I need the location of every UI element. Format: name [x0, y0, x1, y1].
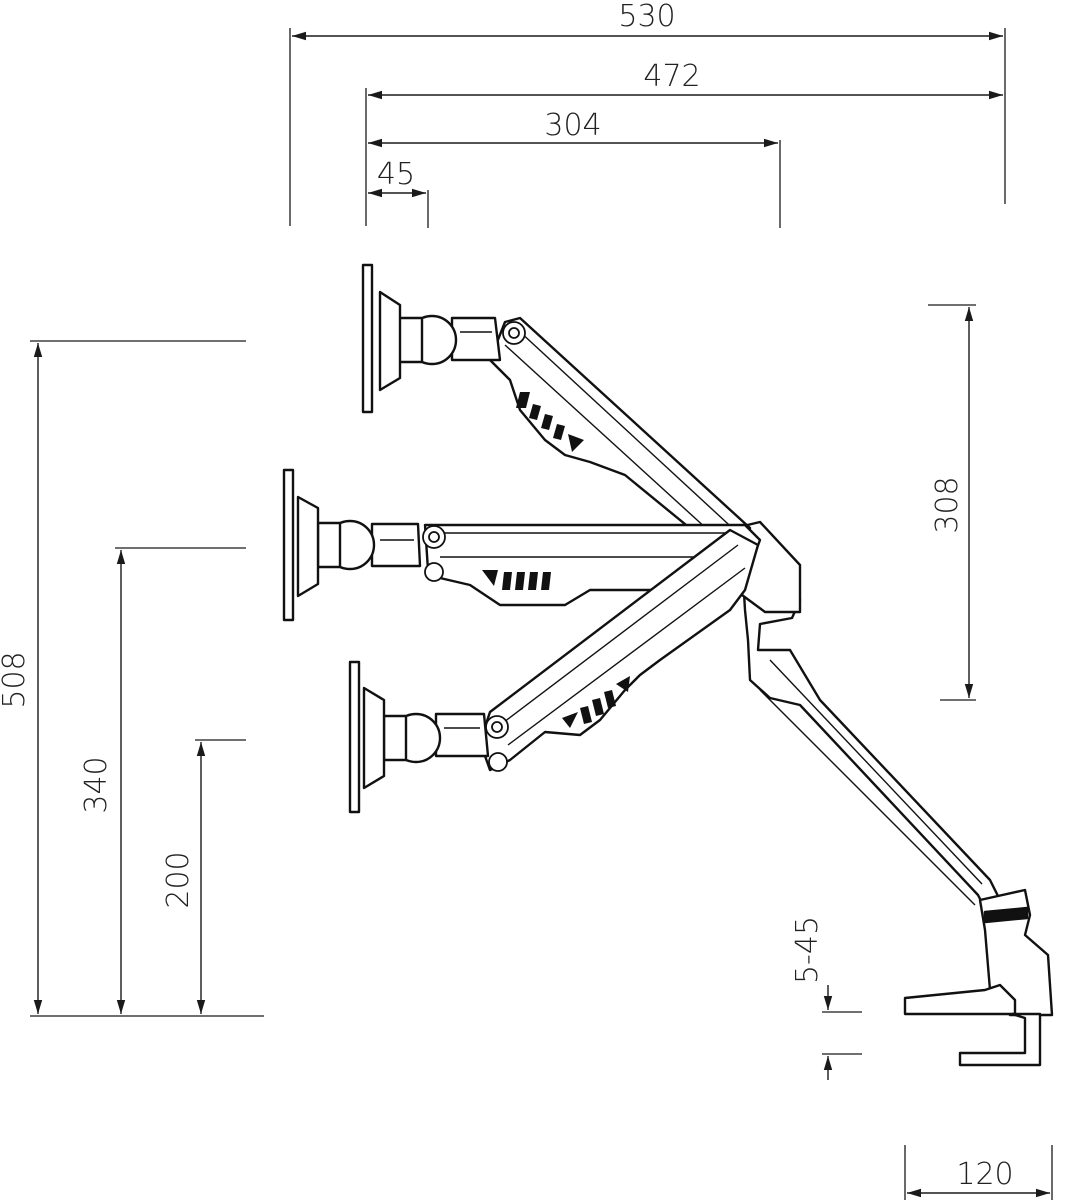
dim-label-5-45: 5-45 [790, 916, 825, 984]
dimension-45: 45 [368, 157, 429, 228]
dimension-308: 308 [928, 304, 976, 701]
dim-label-340: 340 [79, 756, 114, 813]
dim-label-472: 472 [643, 59, 700, 94]
dim-label-308: 308 [930, 476, 965, 533]
dimension-5-45: 5-45 [790, 916, 862, 1080]
dimension-304: 304 [368, 108, 781, 228]
dimension-530: 530 [289, 0, 1006, 226]
dimension-508: 508 [0, 340, 264, 1017]
dimension-472: 472 [365, 59, 1003, 226]
dimension-200: 200 [161, 739, 246, 1014]
vent-slots-level [482, 570, 551, 590]
arm-raised [361, 263, 752, 567]
dim-label-120: 120 [956, 1157, 1013, 1192]
vent-slots-lowered [562, 676, 630, 728]
dim-label-45: 45 [377, 157, 415, 192]
dim-label-200: 200 [161, 851, 196, 908]
desk-clamp [903, 983, 1042, 1067]
dimension-340: 340 [79, 547, 246, 1014]
dimension-120: 120 [904, 1145, 1053, 1200]
dim-label-304: 304 [544, 108, 601, 143]
vent-slots-raised [516, 392, 584, 452]
arm-lowered [348, 528, 760, 814]
dim-label-530: 530 [618, 0, 675, 34]
arm-column [740, 553, 1054, 1017]
dim-label-508: 508 [0, 651, 32, 708]
